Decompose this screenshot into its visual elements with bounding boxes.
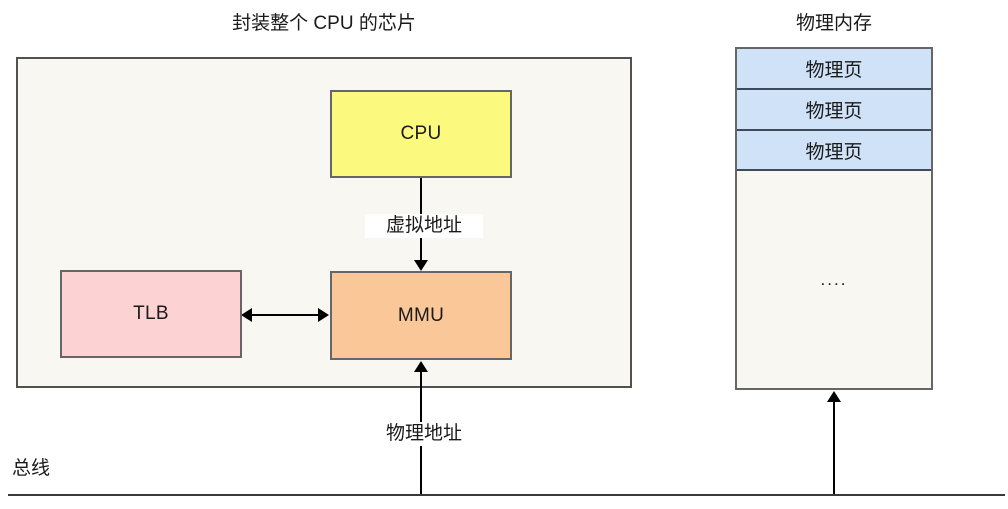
arrowhead-toward-tlb-icon (241, 308, 252, 322)
node-cpu-label: CPU (400, 123, 442, 144)
chip-title: 封装整个 CPU 的芯片 (232, 13, 416, 34)
edge-label-virtual-address: 虚拟地址 (365, 214, 483, 238)
memory-page-row[interactable]: 物理页 (737, 49, 931, 90)
memory-page-label: 物理页 (805, 101, 863, 122)
physical-memory-container: 物理页 物理页 物理页 .... (735, 47, 933, 390)
arrowhead-into-memory-icon (827, 391, 841, 402)
node-mmu-label: MMU (397, 304, 445, 326)
connector-tlb-mmu (252, 314, 322, 316)
memory-ellipsis-label: .... (820, 269, 848, 289)
memory-free-area: .... (737, 171, 931, 388)
bus-line (8, 494, 1005, 496)
edge-label-physical-address: 物理地址 (365, 422, 483, 446)
node-mmu[interactable]: MMU (330, 271, 512, 360)
node-tlb-label: TLB (133, 303, 169, 324)
memory-page-row[interactable]: 物理页 (737, 90, 931, 131)
bus-label: 总线 (12, 458, 51, 479)
arrowhead-toward-mmu-icon (318, 308, 329, 322)
node-cpu[interactable]: CPU (330, 90, 512, 178)
memory-page-row[interactable]: 物理页 (737, 131, 931, 171)
arrowhead-cpu-to-mmu-icon (414, 260, 428, 271)
memory-page-label: 物理页 (805, 141, 863, 163)
physical-memory-title: 物理内存 (795, 13, 872, 34)
connector-bus-to-memory (833, 402, 835, 495)
memory-page-label: 物理页 (805, 60, 863, 81)
node-tlb[interactable]: TLB (60, 270, 242, 358)
arrowhead-into-mmu-icon (414, 361, 428, 372)
